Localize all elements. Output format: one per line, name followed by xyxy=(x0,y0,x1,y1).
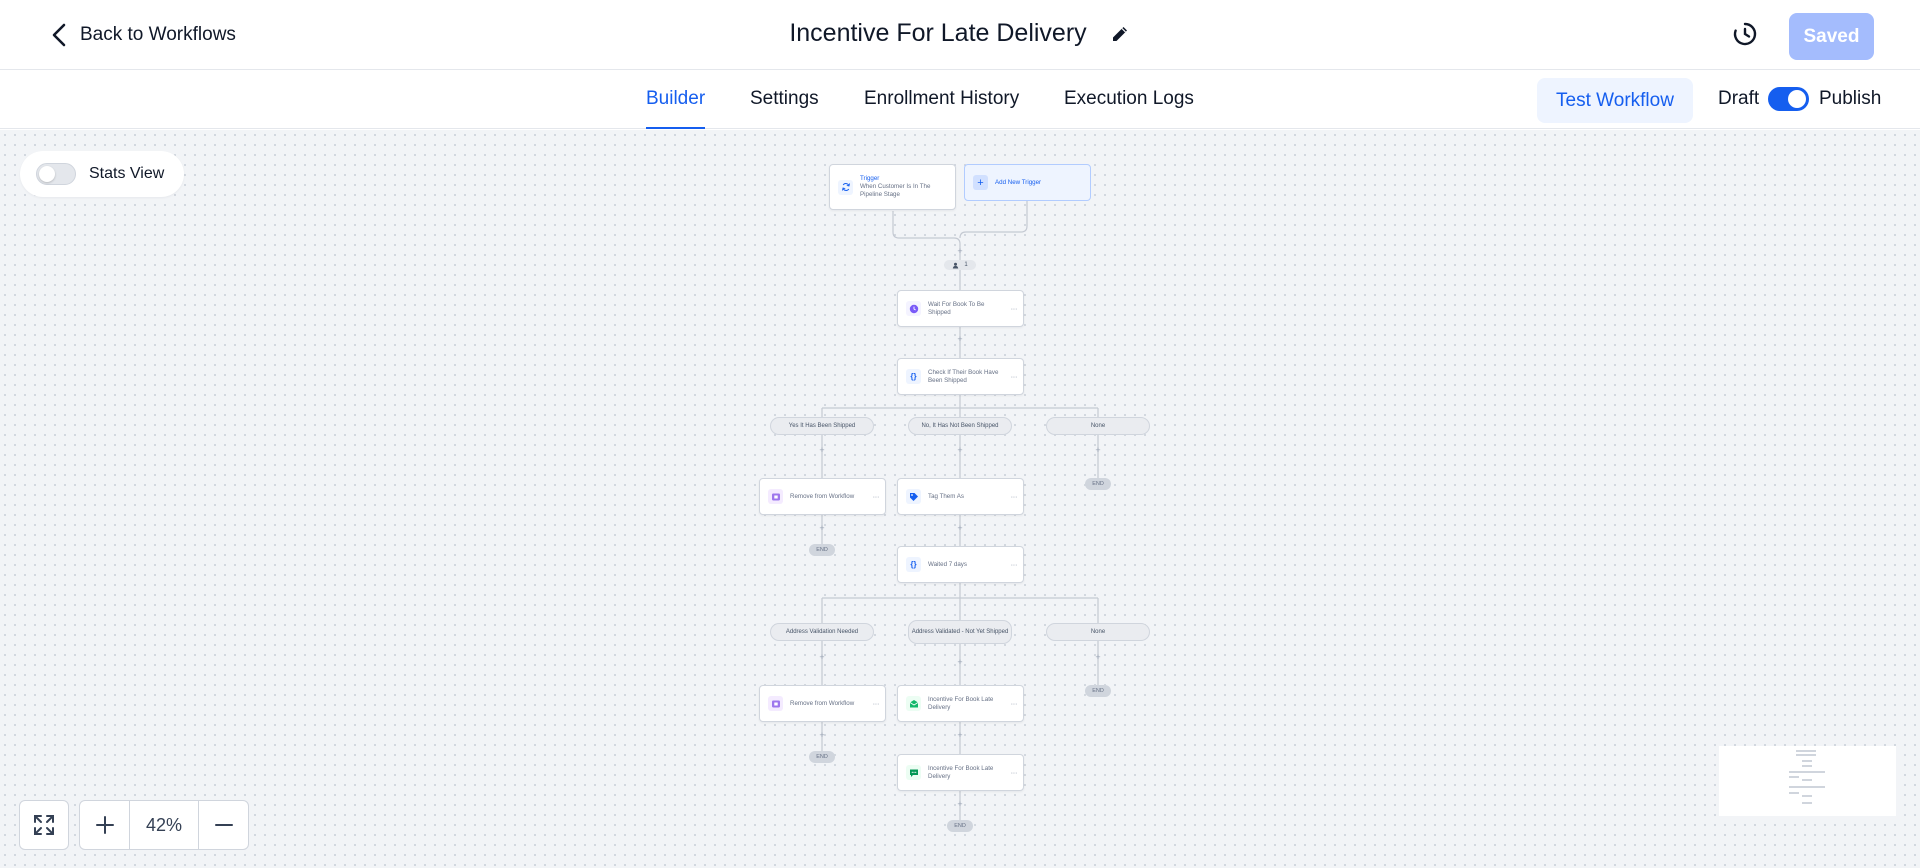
more-icon[interactable]: ··· xyxy=(1010,372,1018,381)
branch-none[interactable]: None xyxy=(1046,623,1150,641)
condition-label: Waited 7 days xyxy=(928,560,967,568)
history-icon[interactable] xyxy=(1731,20,1759,48)
stats-view-label: Stats View xyxy=(89,165,165,182)
branch-address-validated[interactable]: Address Validated - Not Yet Shipped xyxy=(908,620,1012,644)
workflow-title: Incentive For Late Delivery xyxy=(789,19,1087,47)
more-icon[interactable]: ··· xyxy=(872,492,880,501)
add-step-plus[interactable]: + xyxy=(819,730,825,740)
zoom-level: 42% xyxy=(129,801,199,849)
add-step-plus[interactable]: + xyxy=(957,523,963,533)
braces-icon: {} xyxy=(906,369,921,384)
branch-address-validation-needed[interactable]: Address Validation Needed xyxy=(770,623,874,641)
remove-from-workflow-node[interactable]: Remove from Workflow ··· xyxy=(759,478,886,515)
remove-workflow-icon xyxy=(768,489,783,504)
tab-enrollment-history[interactable]: Enrollment History xyxy=(864,88,1020,109)
expand-icon xyxy=(34,815,54,835)
add-new-trigger-button[interactable]: + Add New Trigger xyxy=(964,164,1091,201)
email-action-label: Incentive For Book Late Delivery xyxy=(928,695,994,711)
clock-icon xyxy=(906,301,921,316)
condition-node-waited[interactable]: {} Waited 7 days ··· xyxy=(897,546,1024,583)
end-marker: END xyxy=(947,820,973,832)
more-icon[interactable]: ··· xyxy=(1010,304,1018,313)
sms-icon xyxy=(906,765,921,780)
end-marker: END xyxy=(809,751,835,763)
add-step-plus[interactable]: + xyxy=(957,657,963,667)
add-step-plus[interactable]: + xyxy=(819,445,825,455)
more-icon[interactable]: ··· xyxy=(1010,699,1018,708)
more-icon[interactable]: ··· xyxy=(1010,768,1018,777)
remove-action-label: Remove from Workflow xyxy=(790,492,855,500)
minus-icon xyxy=(214,824,233,826)
wait-action-label: Wait For Book To Be Shipped xyxy=(928,300,985,316)
tag-action-label: Tag Them As xyxy=(928,492,964,500)
back-label: Back to Workflows xyxy=(80,24,236,45)
more-icon[interactable]: ··· xyxy=(872,699,880,708)
workflow-tabs: Builder Settings Enrollment History Exec… xyxy=(0,70,1920,129)
add-trigger-label: Add New Trigger xyxy=(995,179,1042,186)
tag-action-node[interactable]: Tag Them As ··· xyxy=(897,478,1024,515)
more-icon[interactable]: ··· xyxy=(1010,560,1018,569)
branch-yes-shipped[interactable]: Yes It Has Been Shipped xyxy=(770,417,874,435)
tag-icon xyxy=(906,489,921,504)
add-step-plus[interactable]: + xyxy=(1095,652,1101,662)
draft-label: Draft xyxy=(1718,88,1760,109)
trigger-node[interactable]: Trigger When Customer Is In The Pipeline… xyxy=(829,164,956,210)
workflow-header: Back to Workflows Incentive For Late Del… xyxy=(0,0,1920,70)
canvas-minimap[interactable] xyxy=(1719,746,1896,816)
add-step-plus[interactable]: + xyxy=(957,445,963,455)
plus-icon: + xyxy=(973,175,988,190)
tab-settings[interactable]: Settings xyxy=(750,88,819,109)
zoom-out-button[interactable] xyxy=(199,801,248,849)
add-step-plus[interactable]: + xyxy=(819,652,825,662)
enroll-count-badge: 1 xyxy=(944,260,976,270)
publish-toggle[interactable] xyxy=(1768,87,1809,111)
condition-label: Check If Their Book Have Been Shipped xyxy=(928,368,999,384)
refresh-icon xyxy=(838,179,853,195)
sms-action-node[interactable]: Incentive For Book Late Delivery ··· xyxy=(897,754,1024,791)
workflow-canvas[interactable]: Stats View Trigger When Customer Is In T… xyxy=(0,130,1920,868)
chevron-left-icon xyxy=(52,23,66,47)
add-step-plus[interactable]: + xyxy=(957,730,963,740)
stats-view-toggle[interactable] xyxy=(36,163,76,185)
sms-action-label: Incentive For Book Late Delivery xyxy=(928,764,994,780)
email-icon xyxy=(906,696,921,711)
add-step-plus[interactable]: + xyxy=(1095,445,1101,455)
saved-button[interactable]: Saved xyxy=(1789,13,1874,60)
zoom-in-button[interactable] xyxy=(80,801,129,849)
tab-execution-logs[interactable]: Execution Logs xyxy=(1064,88,1194,109)
condition-node-book-shipped[interactable]: {} Check If Their Book Have Been Shipped… xyxy=(897,358,1024,395)
add-step-plus[interactable]: + xyxy=(957,334,963,344)
trigger-type-label: Trigger xyxy=(860,175,880,182)
zoom-controls: 42% xyxy=(79,800,249,850)
remove-from-workflow-node[interactable]: Remove from Workflow ··· xyxy=(759,685,886,722)
branch-not-shipped[interactable]: No, It Has Not Been Shipped xyxy=(908,417,1012,435)
tab-builder[interactable]: Builder xyxy=(646,88,706,129)
braces-icon: {} xyxy=(906,557,921,572)
end-marker: END xyxy=(1085,685,1111,697)
workflow-connectors xyxy=(821,201,1099,820)
remove-action-label: Remove from Workflow xyxy=(790,699,855,707)
stats-view-control: Stats View xyxy=(20,151,184,197)
plus-icon xyxy=(95,816,114,834)
more-icon[interactable]: ··· xyxy=(1010,492,1018,501)
email-action-node[interactable]: Incentive For Book Late Delivery ··· xyxy=(897,685,1024,722)
add-step-plus[interactable]: + xyxy=(957,799,963,809)
back-to-workflows-link[interactable]: Back to Workflows xyxy=(48,22,236,48)
end-marker: END xyxy=(809,544,835,556)
branch-none[interactable]: None xyxy=(1046,417,1150,435)
end-marker: END xyxy=(1085,478,1111,490)
wait-action-node[interactable]: Wait For Book To Be Shipped ··· xyxy=(897,290,1024,327)
pencil-icon[interactable] xyxy=(1109,23,1131,45)
fit-to-screen-button[interactable] xyxy=(19,800,69,850)
trigger-text: When Customer Is In The Pipeline Stage xyxy=(860,183,931,198)
remove-workflow-icon xyxy=(768,696,783,711)
publish-label: Publish xyxy=(1819,88,1882,109)
test-workflow-button[interactable]: Test Workflow xyxy=(1537,78,1693,123)
enroll-count: 1 xyxy=(964,262,968,268)
add-step-plus[interactable]: + xyxy=(957,246,963,256)
add-step-plus[interactable]: + xyxy=(819,523,825,533)
user-icon xyxy=(953,262,959,268)
